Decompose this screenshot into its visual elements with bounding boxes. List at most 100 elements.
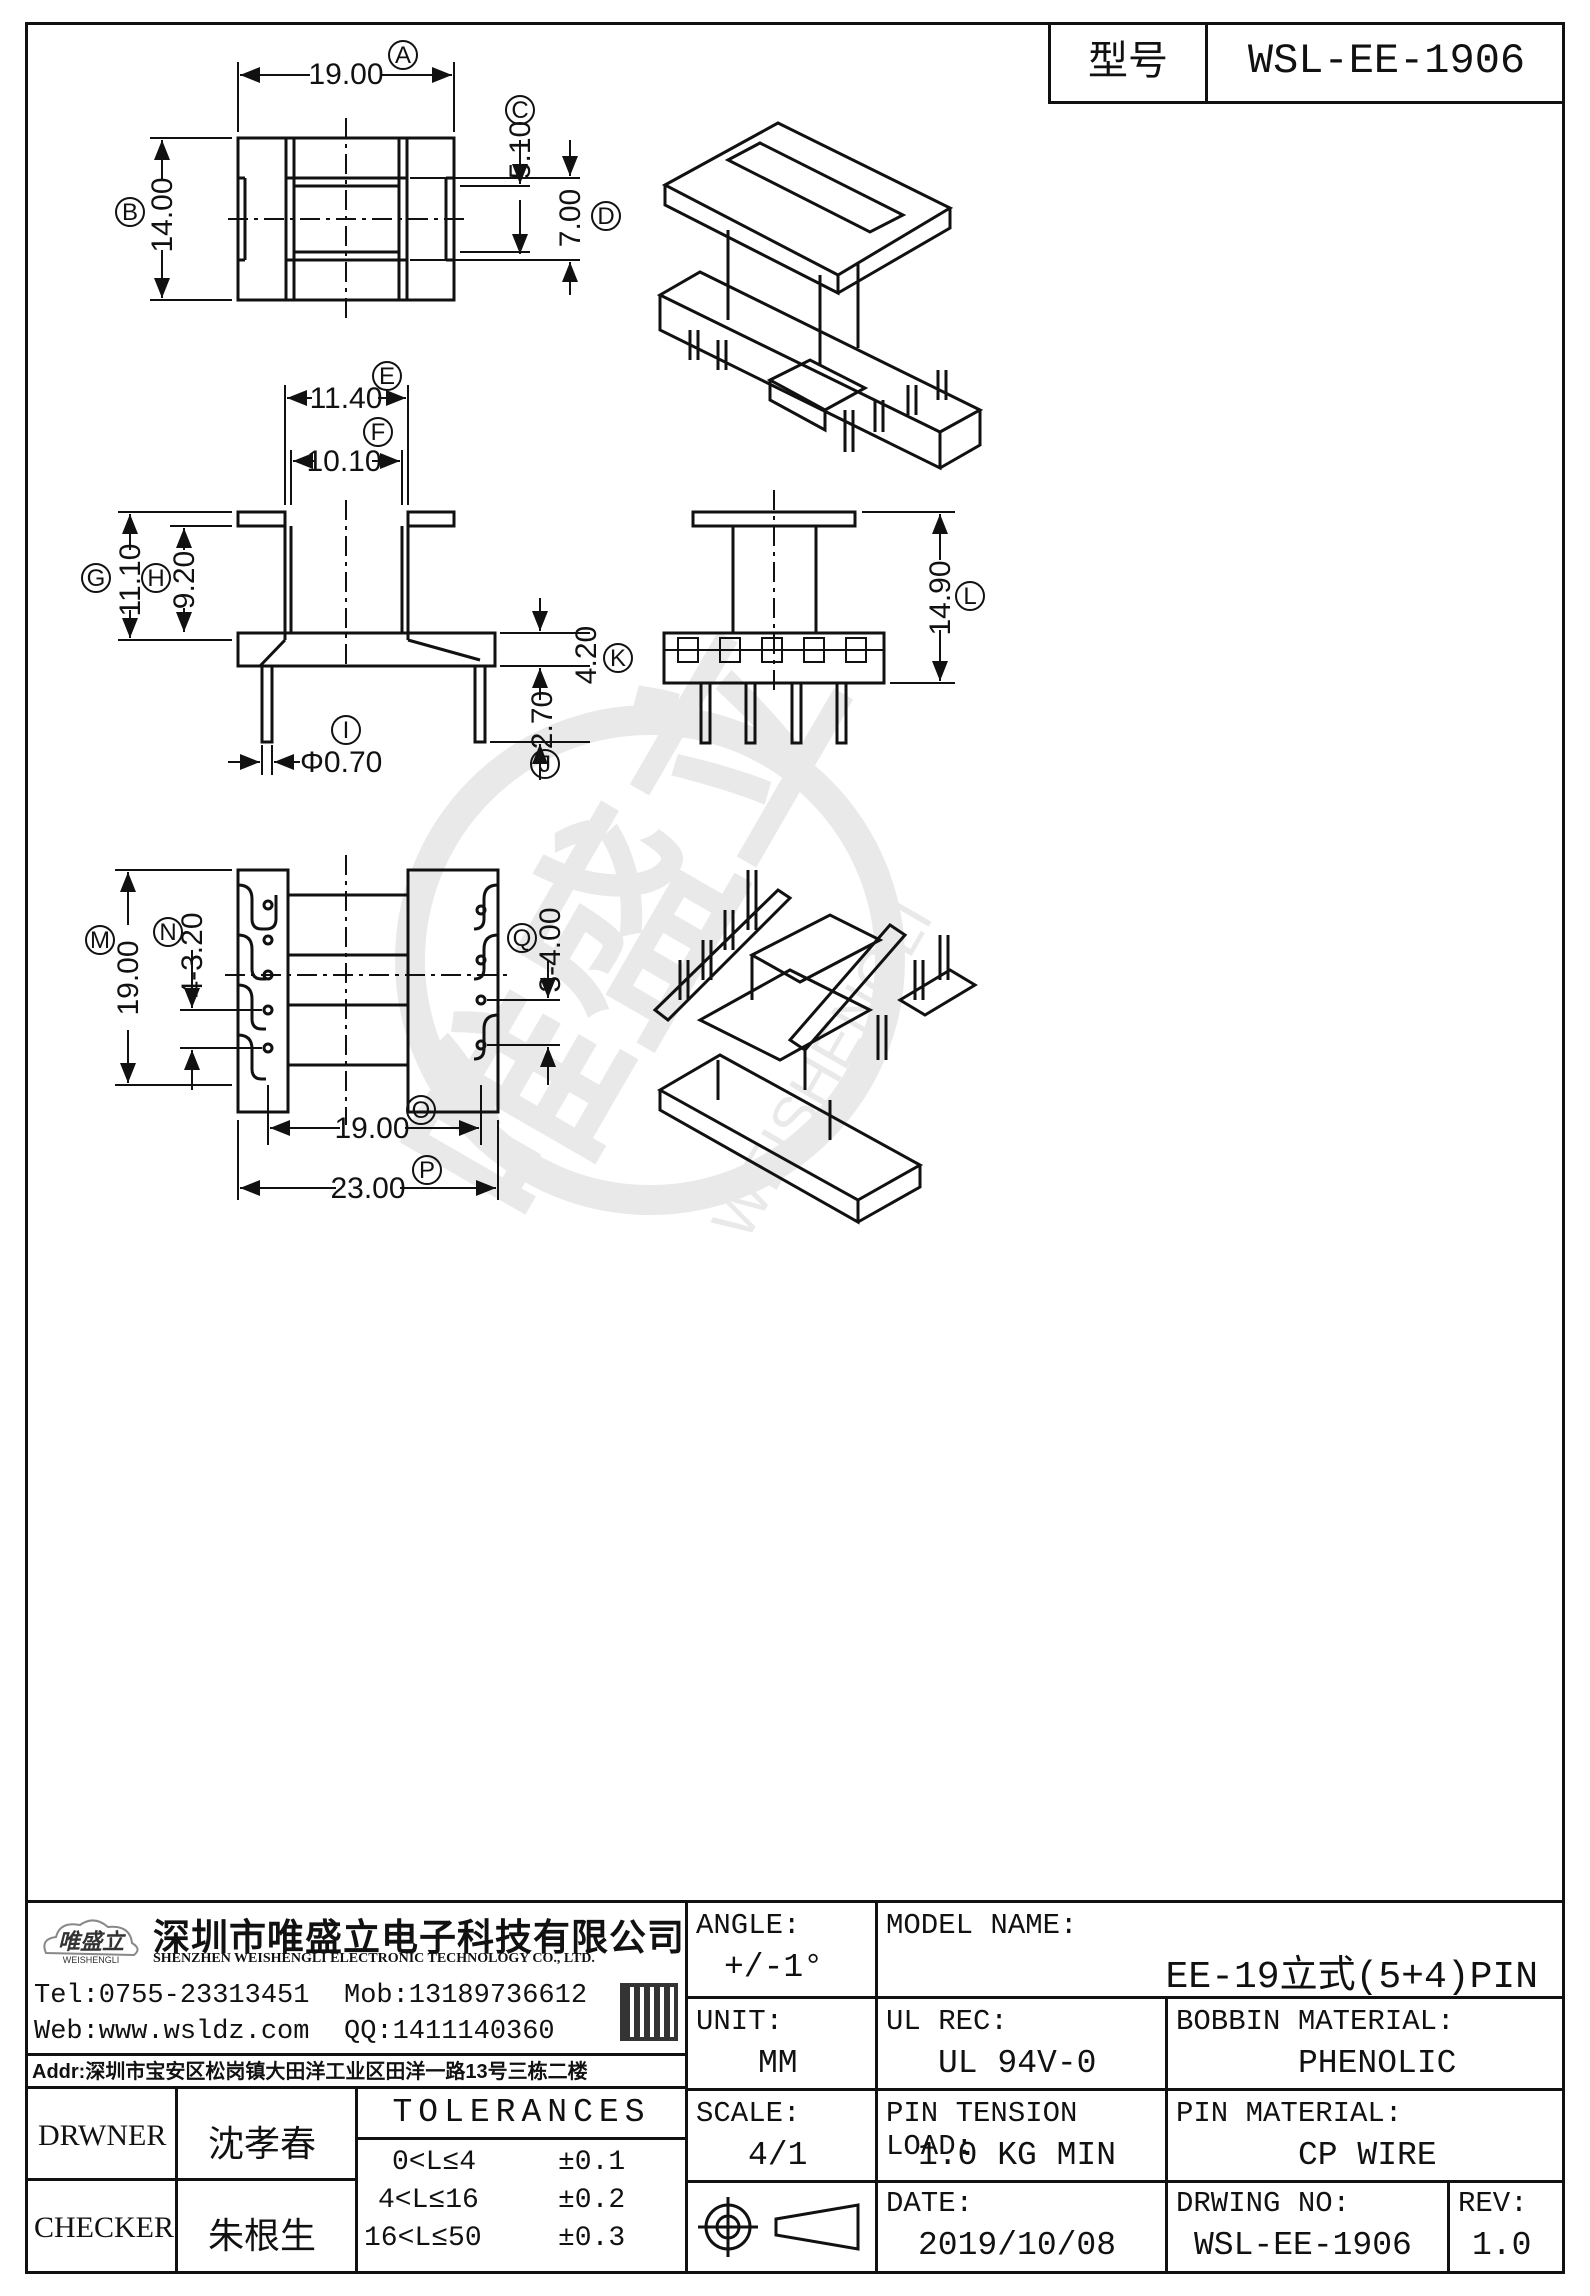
scale-label: SCALE: [696, 2097, 801, 2130]
model-name-cell: MODEL NAME: EE-19立式(5+4)PIN [878, 1903, 1562, 1999]
scale-cell: SCALE: 4/1 [688, 2091, 878, 2183]
callout-P: P [412, 1155, 442, 1185]
company-web: Web:www.wsldz.com [34, 2017, 310, 2047]
pin-material-label: PIN MATERIAL: [1176, 2097, 1403, 2130]
dim-top-outer: 7.00 [554, 189, 587, 247]
dim-bottom-pitch-right: 3-4.00 [534, 907, 567, 992]
callout-N: N [153, 917, 183, 947]
dim-front-core: 10.10 [306, 445, 381, 478]
pin-tension-cell: PIN TENSION LOAD: 1.0 KG MIN [878, 2091, 1168, 2183]
dim-bottom-pin-span: 19.00 [334, 1112, 409, 1145]
checker-label-cell: CHECKER [28, 2181, 178, 2271]
svg-text:P: P [419, 1157, 435, 1184]
svg-text:H: H [147, 565, 164, 592]
rev-value: 1.0 [1472, 2227, 1532, 2264]
third-angle-projection-icon [698, 2197, 860, 2257]
ul-rec-value: UL 94V-0 [938, 2045, 1097, 2082]
unit-label: UNIT: [696, 2005, 784, 2038]
scale-value: 4/1 [748, 2137, 808, 2174]
dim-front-flange: 11.40 [310, 382, 383, 415]
model-header-value: WSL-EE-1906 [1247, 37, 1526, 85]
svg-text:M: M [90, 927, 110, 954]
drawer-value: 沈孝春 [208, 2123, 317, 2164]
svg-text:A: A [395, 42, 411, 69]
callout-K: K [603, 643, 633, 673]
svg-text:C: C [511, 97, 528, 124]
svg-text:B: B [122, 199, 138, 226]
drawer-value-cell: 沈孝春 [178, 2089, 358, 2181]
side-view [662, 490, 955, 745]
callout-B: B [115, 197, 145, 227]
tolerance-row-1-tol: ±0.1 [558, 2147, 626, 2178]
checker-value-cell: 朱根生 [178, 2181, 358, 2271]
callout-I: I [331, 715, 361, 745]
company-area: 唯盛立 WEISHENGLI 深圳市唯盛立电子科技有限公司 SHENZHEN W… [28, 1903, 688, 2089]
unit-value: MM [758, 2045, 798, 2082]
tolerance-row-1-range: 0<L≤4 [392, 2147, 477, 2178]
drawing-no-cell: DRWING NO: WSL-EE-1906 [1168, 2183, 1450, 2271]
svg-text:D: D [597, 203, 614, 230]
pin-material-value: CP WIRE [1298, 2137, 1437, 2174]
qr-code-icon [620, 1983, 678, 2041]
callout-A: A [388, 40, 418, 70]
svg-text:K: K [610, 645, 626, 672]
callout-Q: Q [507, 923, 537, 953]
checker-value: 朱根生 [208, 2215, 317, 2256]
dim-front-base: 4.20 [570, 626, 603, 684]
pin-material-cell: PIN MATERIAL: CP WIRE [1168, 2091, 1562, 2183]
drawing-no-value: WSL-EE-1906 [1194, 2227, 1412, 2264]
drawer-label-cell: DRWNER [28, 2089, 178, 2181]
model-header-label: 型号 [1051, 22, 1208, 101]
callout-H: H [141, 563, 171, 593]
tolerance-row-2-tol: ±0.2 [558, 2185, 626, 2216]
company-mob: Mob:13189736612 [344, 1981, 588, 2011]
date-cell: DATE: 2019/10/08 [878, 2183, 1168, 2271]
title-block: 唯盛立 WEISHENGLI 深圳市唯盛立电子科技有限公司 SHENZHEN W… [25, 1900, 1565, 2274]
company-logo: 唯盛立 WEISHENGLI [36, 1909, 146, 1965]
angle-value: +/-1° [724, 1949, 824, 1986]
tolerance-row-3-range: 16<L≤50 [364, 2223, 482, 2254]
svg-text:G: G [87, 565, 106, 592]
drawer-label: DRWNER [38, 2119, 167, 2152]
watermark: 唯盛立 WEISHENGLI [368, 592, 945, 1255]
isometric-view-top [656, 121, 984, 471]
projection-symbol-cell [688, 2183, 878, 2271]
unit-cell: UNIT: MM [688, 1999, 878, 2091]
tolerances-title: TOLERANCES [358, 2089, 685, 2140]
tolerances-cell: TOLERANCES 0<L≤4 ±0.1 4<L≤16 ±0.2 16<L≤5… [358, 2089, 688, 2271]
tolerance-row-3-tol: ±0.3 [558, 2223, 626, 2254]
svg-text:F: F [371, 419, 386, 446]
isometric-view-bottom [652, 870, 978, 1225]
dim-front-pin-length: 2.70 [526, 691, 559, 749]
ul-rec-label: UL REC: [886, 2005, 1008, 2038]
callout-O: O [406, 1095, 436, 1125]
bobbin-material-value: PHENOLIC [1298, 2045, 1457, 2082]
angle-cell: ANGLE: +/-1° [688, 1903, 878, 1999]
company-name-en: SHENZHEN WEISHENGLI ELECTRONIC TECHNOLOG… [153, 1951, 595, 1966]
company-tel: Tel:0755-23313451 [34, 1981, 310, 2011]
ul-rec-cell: UL REC: UL 94V-0 [878, 1999, 1168, 2091]
svg-text:J: J [539, 751, 551, 778]
svg-text:WEISHENGLI: WEISHENGLI [63, 1955, 120, 1965]
cloud-logo-icon: 唯盛立 WEISHENGLI [43, 1919, 139, 1965]
pin-tension-value: 1.0 KG MIN [918, 2137, 1117, 2174]
svg-text:Q: Q [513, 925, 532, 952]
dim-front-inner: 9.20 [168, 551, 201, 609]
model-name-value: EE-19立式(5+4)PIN [1165, 1956, 1538, 1999]
date-label: DATE: [886, 2187, 974, 2220]
svg-text:唯盛立: 唯盛立 [58, 1929, 127, 1954]
callout-C: C [505, 95, 535, 125]
dim-front-pin-dia: Φ0.70 [300, 746, 382, 779]
date-value: 2019/10/08 [918, 2227, 1117, 2264]
company-address: Addr:深圳市宝安区松岗镇大田洋工业区田洋一路13号三栋二楼 [28, 2053, 685, 2086]
dim-bottom-width: 23.00 [330, 1172, 405, 1205]
dim-top-depth: 14.00 [146, 177, 179, 252]
callout-J: J [530, 749, 560, 779]
dim-top-window: 5.10 [504, 121, 537, 179]
front-view [118, 385, 590, 780]
rev-label: REV: [1458, 2187, 1528, 2220]
svg-text:O: O [412, 1097, 431, 1124]
angle-label: ANGLE: [696, 1909, 801, 1942]
bobbin-material-label: BOBBIN MATERIAL: [1176, 2005, 1455, 2038]
dim-bottom-length: 19.00 [112, 940, 145, 1015]
